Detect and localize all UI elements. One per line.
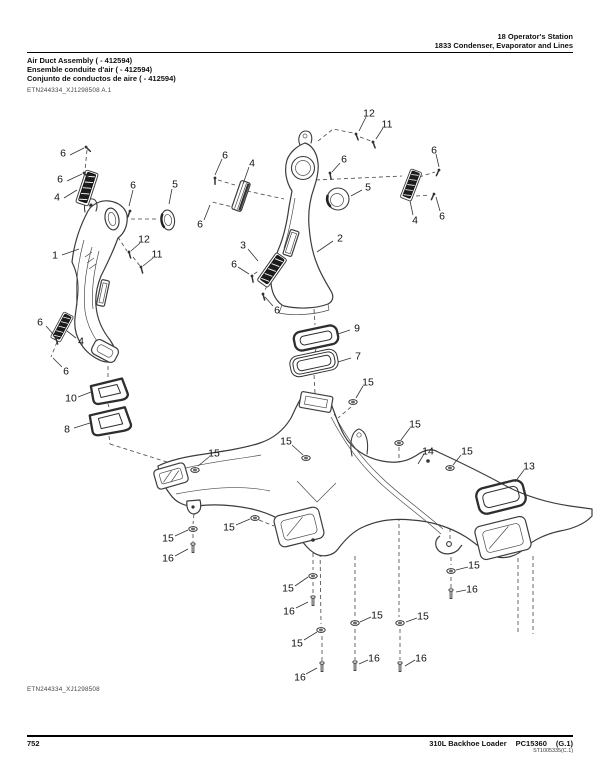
callout-15: 15 xyxy=(468,560,480,572)
callout-15: 15 xyxy=(461,446,473,458)
callout-6: 6 xyxy=(37,317,43,329)
callout-6: 6 xyxy=(231,259,237,271)
middle-duct-slot xyxy=(282,229,300,257)
figure-reference-bottom: ETN244334_XJ1298508 xyxy=(27,686,100,693)
callout-5: 5 xyxy=(365,182,371,194)
callout-6: 6 xyxy=(431,145,437,157)
gasket-7 xyxy=(289,348,339,378)
callout-6: 6 xyxy=(63,366,69,378)
left-duct-opening xyxy=(104,207,120,231)
page-header: 18 Operator's Station 1833 Condenser, Ev… xyxy=(435,32,573,50)
callout-6: 6 xyxy=(130,180,136,192)
callout-4: 4 xyxy=(249,158,255,170)
callout-12: 12 xyxy=(363,108,375,120)
header-rule xyxy=(27,52,573,54)
callout-16: 16 xyxy=(283,606,295,618)
grommet-5-left xyxy=(160,209,176,231)
callout-4: 4 xyxy=(54,192,60,204)
callout-5: 5 xyxy=(172,179,178,191)
callout-16: 16 xyxy=(368,653,380,665)
callout-3: 3 xyxy=(240,240,246,252)
gasket-13 xyxy=(475,479,527,515)
callout-11: 11 xyxy=(152,249,163,261)
callout-15: 15 xyxy=(282,583,294,595)
callout-15: 15 xyxy=(291,638,303,650)
callout-8: 8 xyxy=(64,424,70,436)
assembly-dashed-lines xyxy=(50,128,534,661)
header-subsection: 1833 Condenser, Evaporator and Lines xyxy=(434,41,573,50)
callout-9: 9 xyxy=(354,323,360,335)
lower-duct-assembly xyxy=(153,391,593,561)
assembly-top-inlet xyxy=(298,391,334,413)
parts-diagram: 6646511211646108121164665236664697151515… xyxy=(37,108,593,684)
callout-16: 16 xyxy=(294,672,306,684)
callout-15: 15 xyxy=(371,610,383,622)
callout-6: 6 xyxy=(57,174,63,186)
middle-duct xyxy=(270,130,334,316)
vent-4-lower-left xyxy=(49,311,75,343)
callout-4: 4 xyxy=(412,215,418,227)
assembly-right-outlet xyxy=(474,515,532,561)
callout-6: 6 xyxy=(60,148,66,160)
gasket-9 xyxy=(292,324,340,352)
callout-14: 14 xyxy=(422,446,434,458)
footer-publication-line: 310L Backhoe Loader PC15360 (G.1) xyxy=(420,739,573,748)
callout-15: 15 xyxy=(223,522,235,534)
assembly-left-outlet xyxy=(153,462,189,490)
footer-catalog-number: PC15360 xyxy=(515,739,547,748)
figure-reference-top: ETN244334_XJ1298508 A.1 xyxy=(27,87,112,94)
callout-6: 6 xyxy=(274,305,280,317)
callout-2: 2 xyxy=(337,233,343,245)
callout-15: 15 xyxy=(409,419,421,431)
assembly-center-outlet xyxy=(273,506,325,548)
callout-13: 13 xyxy=(523,461,535,473)
callout-15: 15 xyxy=(208,448,220,460)
callout-6: 6 xyxy=(439,211,445,223)
left-duct xyxy=(71,198,128,364)
grommet-5-middle xyxy=(325,187,350,211)
callout-16: 16 xyxy=(466,584,478,596)
callout-6: 6 xyxy=(222,150,228,162)
callout-1: 1 xyxy=(52,250,58,262)
title-spanish: Conjunto de conductos de aire ( - 412594… xyxy=(27,73,176,83)
callout-15: 15 xyxy=(280,436,292,448)
callout-6: 6 xyxy=(341,154,347,166)
callout-11: 11 xyxy=(382,119,393,131)
callout-12: 12 xyxy=(138,234,150,246)
left-duct-outlet xyxy=(90,338,120,364)
callout-15: 15 xyxy=(417,611,429,623)
callout-15: 15 xyxy=(162,533,174,545)
footer-rule xyxy=(27,735,573,737)
footer-sub-reference: ST1005335(C.1) xyxy=(533,748,573,754)
callout-10: 10 xyxy=(65,393,77,405)
title-block: Air Duct Assembly ( - 412594) Ensemble c… xyxy=(27,56,176,83)
callout-7: 7 xyxy=(355,351,361,363)
callout-16: 16 xyxy=(162,553,174,565)
footer-revision: (G.1) xyxy=(555,739,573,748)
gasket-8 xyxy=(88,406,133,437)
gasket-10 xyxy=(89,377,129,406)
callout-15: 15 xyxy=(362,377,374,389)
page-number: 752 xyxy=(27,739,40,748)
assembly-right-flange xyxy=(435,535,463,555)
footer-model: 310L Backhoe Loader xyxy=(429,739,507,748)
vent-4-right xyxy=(399,168,423,202)
title-french: Ensemble conduite d'air ( - 412594) xyxy=(27,64,153,74)
callout-4: 4 xyxy=(78,336,84,348)
callout-6: 6 xyxy=(197,219,203,231)
vent-4-middle xyxy=(231,180,251,212)
header-section: 18 Operator's Station xyxy=(497,32,573,41)
title-english: Air Duct Assembly ( - 412594) xyxy=(27,56,133,65)
callout-16: 16 xyxy=(415,653,427,665)
callout-leader-lines xyxy=(45,116,525,675)
